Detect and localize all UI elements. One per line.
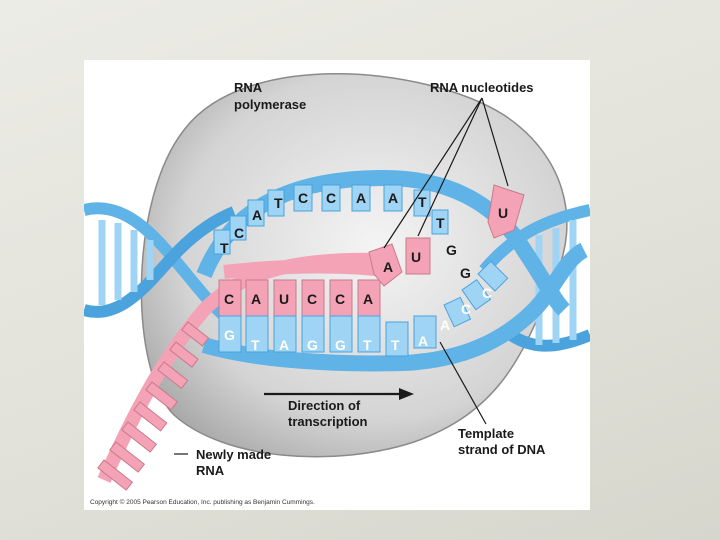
rna-base-5: C [335,291,345,307]
tpl-base-7: T [391,337,400,353]
label-newly-made-line1: Newly made [196,447,271,462]
rna-base-1: C [224,291,234,307]
tpl-base-6: T [363,337,372,353]
rna-exit-teeth [97,321,210,491]
tpl-base-5: G [335,337,346,353]
nt-base-1: T [220,240,229,256]
rna-hybrid-bases [218,279,381,317]
transcription-diagram: RNA polymerase RNA nucleotides Direction… [84,73,590,506]
nt-base-3: A [252,207,262,223]
rna-base-6: A [363,291,373,307]
copyright-notice: Copyright © 2005 Pearson Education, Inc.… [90,498,315,506]
nt-base-4: T [274,195,283,211]
tpl-base-11: C [482,285,492,301]
rna-base-2: A [251,291,261,307]
label-rna-polymerase-line1: RNA [234,80,263,95]
free-nt-1: A [383,259,393,275]
tpl-base-8: A [418,333,428,349]
tpl-base-3: A [279,337,289,353]
nt-base-9: T [418,194,427,210]
free-nt-3: U [498,205,508,221]
label-direction-line2: transcription [288,414,368,429]
tpl-base-2: T [251,337,260,353]
label-template-line1: Template [458,426,514,441]
label-direction-line1: Direction of [288,398,361,413]
direction-arrow [264,388,414,400]
label-rna-polymerase-line2: polymerase [234,97,306,112]
free-nt-2: U [411,249,421,265]
template-strand [201,242,589,372]
nt-base-6: C [326,190,336,206]
label-template-line2: strand of DNA [458,442,546,457]
tpl-base-1: G [224,327,235,343]
rna-base-4: C [307,291,317,307]
nt-base-10: T [436,215,445,231]
nt-base-5: C [298,190,308,206]
nt-base-12: G [460,265,471,281]
tpl-base-10: C [461,301,471,317]
label-rna-nucleotides: RNA nucleotides [430,80,534,95]
label-newly-made-line2: RNA [196,463,225,478]
rna-base-3: U [279,291,289,307]
dna-left-helix [84,202,237,328]
nt-base-2: C [234,225,244,241]
free-rna-nucleotides [368,184,525,287]
nt-base-7: A [356,190,366,206]
nt-base-11: G [446,242,457,258]
transcription-figure: RNA polymerase RNA nucleotides Direction… [84,60,590,510]
tpl-base-4: G [307,337,318,353]
nontemplate-teeth [213,184,449,255]
template-teeth [443,260,509,328]
tpl-base-9: A [440,317,450,333]
pointer-lines [174,97,509,455]
template-paired-bases [218,315,437,357]
nt-base-8: A [388,190,398,206]
